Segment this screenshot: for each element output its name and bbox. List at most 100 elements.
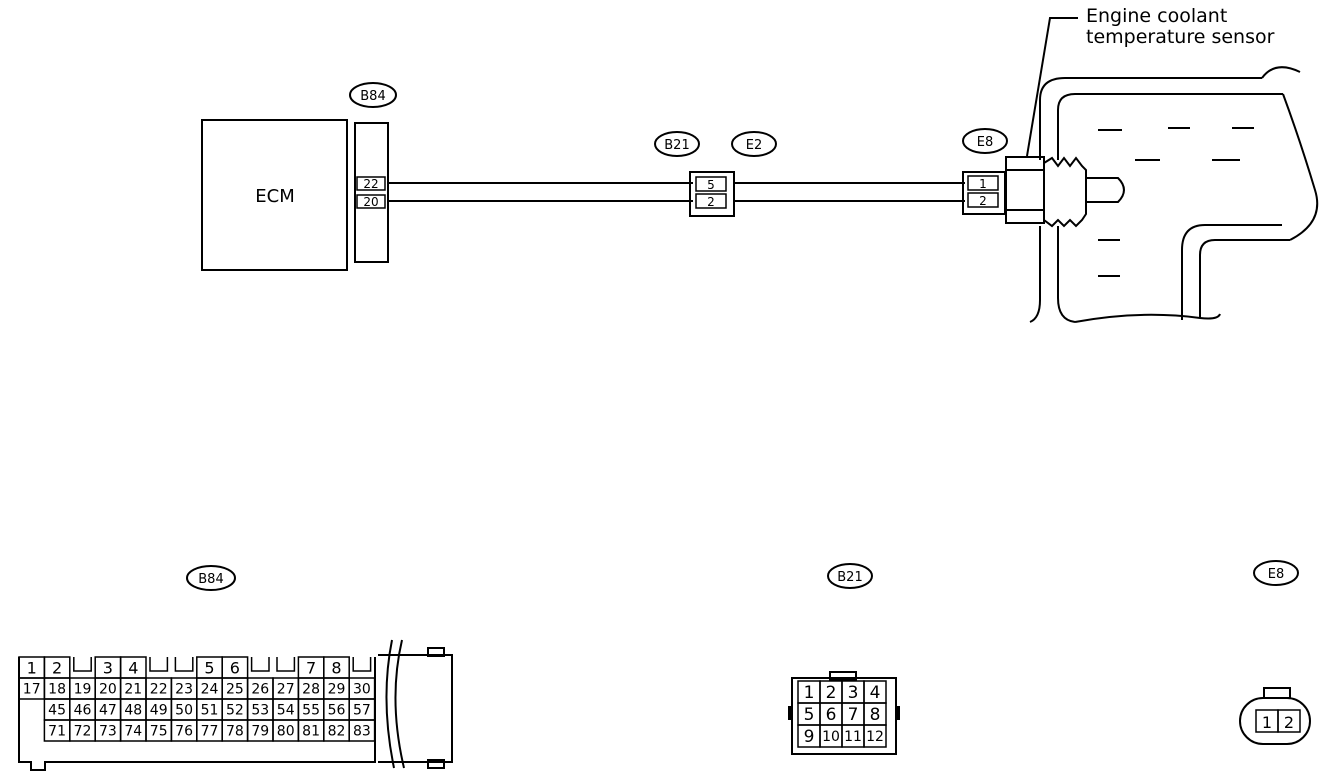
face-b84-pin-52-label: 52	[226, 703, 244, 719]
face-b84-pin-56-label: 56	[328, 703, 346, 719]
face-b21-pin-9-label: 9	[804, 727, 815, 747]
face-b84-pin-26: 26	[246, 677, 274, 700]
face-b84-pin-52: 52	[221, 698, 249, 721]
connector-b21: B21 5 2	[654, 131, 735, 217]
face-b21-pin-4: 4	[863, 680, 887, 704]
face-b84-pin-24: 24	[196, 677, 223, 700]
face-b84-pin-6-label: 6	[230, 658, 240, 677]
face-b84-pin-57-label: 57	[353, 703, 371, 719]
face-b84-pin-5: 5	[196, 656, 223, 679]
face-b84-pin-3-label: 3	[103, 658, 113, 677]
face-b21-pin-4-label: 4	[870, 683, 881, 703]
face-b84-pin-6: 6	[221, 656, 249, 679]
face-b84-pin-22-label: 22	[150, 682, 168, 698]
face-b84-pin-23-label: 23	[175, 682, 193, 698]
face-b84-pin-46-label: 46	[74, 703, 92, 719]
face-b84-pin-19-label: 19	[74, 682, 92, 698]
face-b84-pin-20-label: 20	[99, 682, 117, 698]
harness-b84-b21	[388, 182, 693, 202]
face-b84-pin-7-label: 7	[306, 658, 316, 677]
face-b84-pin-28: 28	[297, 677, 325, 700]
sensor-label-line1: Engine coolant	[1086, 5, 1227, 27]
connector-b84-pin-20: 20	[363, 195, 378, 209]
face-b84-pin-82-label: 82	[328, 724, 346, 740]
connector-b84: B84 22 20	[349, 82, 397, 263]
face-b84-pin-53-label: 53	[251, 703, 269, 719]
face-b84-pin-71-label: 71	[48, 724, 66, 740]
face-b84-pin-74-label: 74	[124, 724, 142, 740]
face-b84-pin-4-label: 4	[128, 658, 138, 677]
face-b84-pin-8-label: 8	[331, 658, 341, 677]
face-b21-pin-7: 7	[841, 702, 865, 726]
face-e8-pin-2: 2	[1284, 713, 1294, 732]
face-b21-pin-1-label: 1	[804, 683, 815, 703]
face-b84-pin-48-label: 48	[124, 703, 142, 719]
face-b84-pin-30-label: 30	[353, 682, 371, 698]
face-b84-pin-46: 46	[69, 698, 96, 721]
face-b21-pin-3-label: 3	[848, 683, 859, 703]
face-b84-pin-71: 71	[43, 719, 71, 742]
face-b84-pin-54-label: 54	[277, 703, 295, 719]
face-b84-pin-25: 25	[221, 677, 249, 700]
sensor-label-line2: temperature sensor	[1086, 26, 1275, 48]
face-b21-pin-10-label: 10	[822, 729, 840, 745]
face-b84-pin-20: 20	[94, 677, 122, 700]
face-b21-pin-2: 2	[819, 680, 843, 704]
coolant-sensor-illustration	[1005, 17, 1319, 323]
face-b84-pin-80-label: 80	[277, 724, 295, 740]
face-e8: E8 1 2	[1239, 560, 1311, 745]
face-b84-pin-73-label: 73	[99, 724, 117, 740]
face-b84-pin-53: 53	[246, 698, 274, 721]
face-b84-pin-50-label: 50	[175, 703, 193, 719]
face-b21-pin-1: 1	[797, 680, 821, 704]
face-b84-pin-78-label: 78	[226, 724, 244, 740]
face-b84-pin-75-label: 75	[150, 724, 168, 740]
face-b84-pin-1-label: 1	[27, 658, 37, 677]
face-b84-pin-7: 7	[297, 656, 325, 679]
face-b84-pin-82: 82	[323, 719, 350, 742]
face-b84-pin-2: 2	[43, 656, 71, 679]
face-b21-pin-8-label: 8	[870, 705, 881, 725]
face-b84-pin-45: 45	[43, 698, 71, 721]
connector-e8-pin-1: 1	[979, 177, 987, 191]
face-b84-pin-57: 57	[348, 698, 376, 721]
face-b84-pin-3: 3	[94, 656, 122, 679]
face-b84-pin-55: 55	[297, 698, 325, 721]
face-b84-pin-19: 19	[69, 677, 96, 700]
face-b84-pin-51: 51	[196, 698, 223, 721]
face-b84-pin-78: 78	[221, 719, 249, 742]
connector-e2-code: E2	[746, 138, 763, 153]
face-b84-pin-18: 18	[43, 677, 71, 700]
face-b21-pin-11-label: 11	[844, 729, 862, 745]
face-b84-pin-17-label: 17	[23, 682, 41, 698]
face-b21-pin-8: 8	[863, 702, 887, 726]
face-b21-pin-5-label: 5	[804, 705, 815, 725]
face-b84-pin-55-label: 55	[302, 703, 320, 719]
face-b84-pin-5-label: 5	[204, 658, 214, 677]
face-b21-pin-12-label: 12	[866, 729, 884, 745]
connector-e2: E2	[731, 131, 777, 157]
face-b84-pin-45-label: 45	[48, 703, 66, 719]
face-b84-pin-17: 17	[18, 677, 46, 700]
face-b84-pin-77-label: 77	[201, 724, 219, 740]
face-b84-pin-25-label: 25	[226, 682, 244, 698]
face-b84-pin-21-label: 21	[124, 682, 142, 698]
face-b84-pin-76: 76	[170, 719, 198, 742]
face-b21-code: B21	[837, 570, 862, 585]
face-b84-pin-30: 30	[348, 677, 376, 700]
face-b21-pin-6-label: 6	[826, 705, 837, 725]
face-e8-code: E8	[1268, 567, 1285, 582]
connector-b21-pin-2: 2	[707, 195, 715, 209]
ecm-label: ECM	[255, 186, 294, 207]
face-b84-pin-22: 22	[145, 677, 173, 700]
face-b84-pin-27: 27	[272, 677, 300, 700]
face-b84-pin-72-label: 72	[74, 724, 92, 740]
face-b21-pin-3: 3	[841, 680, 865, 704]
face-b84-pin-80: 80	[272, 719, 300, 742]
face-b84-pin-81: 81	[297, 719, 325, 742]
face-b84-pin-74: 74	[119, 719, 147, 742]
face-b84-pin-8: 8	[323, 656, 350, 679]
